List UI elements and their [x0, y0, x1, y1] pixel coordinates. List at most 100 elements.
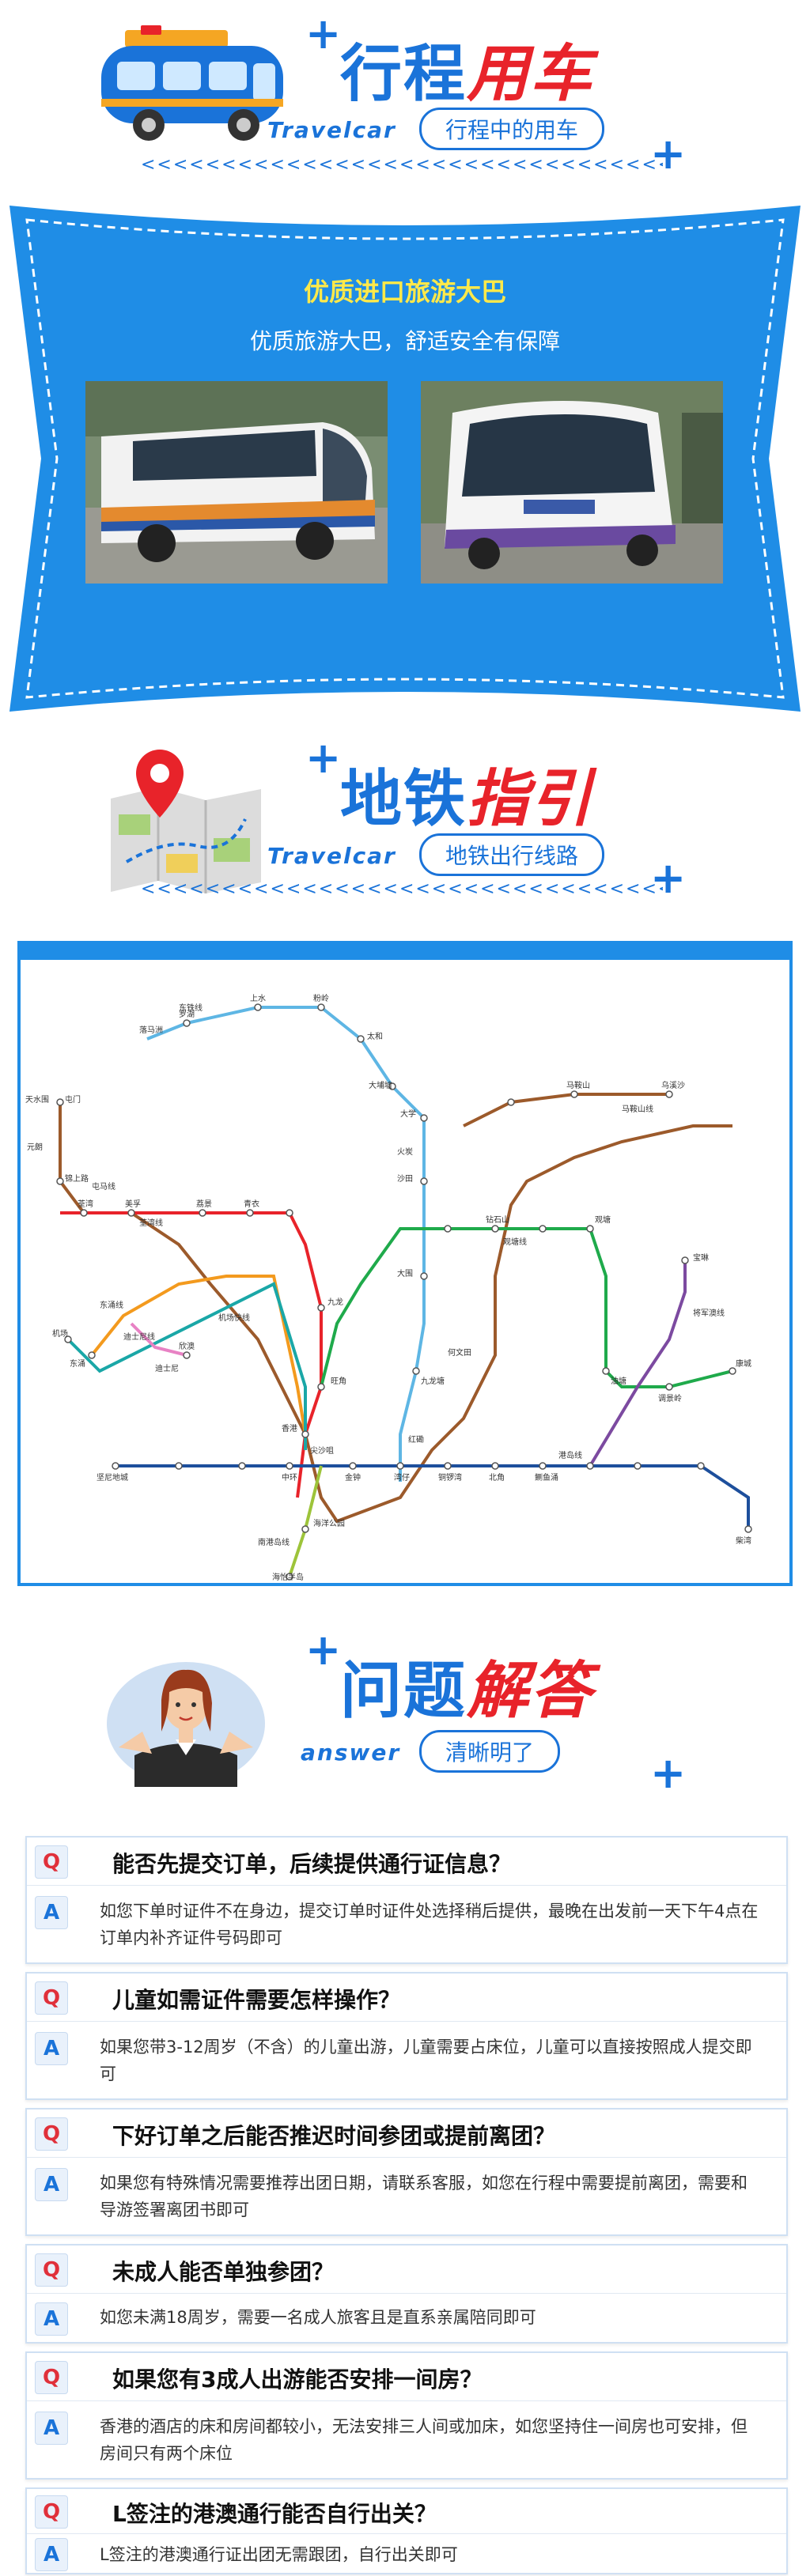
- station-label: 海洋公园: [313, 1518, 345, 1528]
- line-label: 南港岛线: [258, 1537, 290, 1547]
- station-label: 机场: [52, 1328, 68, 1339]
- line-label: 港岛线: [558, 1450, 582, 1460]
- section-pill: 清晰明了: [419, 1730, 561, 1773]
- station-label: 落马洲: [139, 1025, 163, 1035]
- faq-question: 未成人能否单独参团？: [112, 2259, 335, 2285]
- faq-answer: 如果您带3-12周岁（不含）的儿童出游，儿童需要占床位，儿童可以直接按照成人提交…: [100, 2038, 752, 2083]
- station-label: 乌溪沙: [661, 1080, 685, 1090]
- bus-photo-2: [421, 381, 723, 584]
- station-label: 金钟: [345, 1472, 361, 1483]
- line-label: 东涌线: [100, 1300, 123, 1310]
- plus-decoration-icon: +: [650, 853, 687, 903]
- line-label: 观塘线: [503, 1237, 527, 1247]
- station-label: 上水: [250, 994, 266, 1003]
- station-label: 荔景: [196, 1199, 212, 1209]
- station-label: 鲗鱼涌: [535, 1472, 558, 1483]
- station-label: 东涌: [70, 1358, 85, 1369]
- station-label: 欣澳: [179, 1341, 195, 1351]
- station-label: 美孚: [125, 1199, 141, 1209]
- station-label: 大学: [400, 1109, 416, 1119]
- section-subtitle-en: answer: [301, 1739, 401, 1766]
- faq-item: Q 下好订单之后能否推迟时间参团或提前离团？ A 如果您有特殊情况需要推荐出团日…: [25, 2108, 788, 2236]
- bus-photo-1: [85, 381, 388, 584]
- answer-badge: A: [35, 1896, 68, 1929]
- section-subtitle-en: Travelcar: [267, 843, 396, 869]
- section-title: 地铁指引: [340, 764, 594, 835]
- answer-badge: A: [35, 2302, 68, 2336]
- question-badge: Q: [35, 2495, 68, 2529]
- station-label: 湾仔: [394, 1472, 410, 1483]
- answer-badge: A: [35, 2412, 68, 2445]
- faq-item: Q 如果您有3成人出游能否安排一间房？ A 香港的酒店的床和房间都较小，无法安排…: [25, 2351, 788, 2480]
- question-badge: Q: [35, 2253, 68, 2287]
- faq-question: 如果您有3成人出游能否安排一间房？: [112, 2366, 483, 2393]
- section-pill: 地铁出行线路: [419, 833, 605, 876]
- station-label: 海怡半岛: [272, 1572, 304, 1582]
- faq-question: 下好订单之后能否推迟时间参团或提前离团？: [112, 2123, 556, 2149]
- map-pin-icon: [111, 750, 261, 893]
- map-top-bar: [21, 944, 789, 960]
- faq-answer: 香港的酒店的床和房间都较小，无法安排三人间或加床，如您坚持住一间房也可安排，但房…: [100, 2417, 748, 2463]
- station-label: 柴湾: [736, 1535, 751, 1546]
- faq-question-row: Q 如果您有3成人出游能否安排一间房？: [27, 2353, 786, 2401]
- faq-item: Q L签注的港澳通行能否自行出关？ A L签注的港澳通行证出团无需跟团，自行出关…: [25, 2487, 788, 2574]
- faq-question-row: Q 下好订单之后能否推迟时间参团或提前离团？: [27, 2110, 786, 2158]
- station-label: 坚尼地城: [97, 1472, 128, 1483]
- station-label: 罗湖: [179, 1010, 195, 1019]
- station-label: 宝琳: [693, 1252, 709, 1263]
- station-label: 北角: [489, 1473, 505, 1483]
- station-label: 锦上路: [65, 1173, 89, 1184]
- station-label: 康城: [736, 1358, 751, 1369]
- station-label: 油塘: [611, 1376, 626, 1386]
- station-label: 沙田: [397, 1174, 413, 1184]
- faq-answer: 如您未满18周岁，需要一名成人旅客且是直系亲属陪同即可: [100, 2308, 536, 2327]
- station-label: 尖沙咀: [310, 1445, 334, 1456]
- station-label: 荃湾: [78, 1199, 93, 1209]
- station-label: 钻石山: [486, 1214, 509, 1225]
- faq-item: Q 儿童如需证件需要怎样操作？ A 如果您带3-12周岁（不含）的儿童出游，儿童…: [25, 1972, 788, 2100]
- station-label: 红磡: [408, 1434, 424, 1445]
- section-travelcar-header: + 行程用车 Travelcar 行程中的用车 + <<<<<<<<<<<<<<…: [0, 0, 810, 182]
- plus-decoration-icon: +: [650, 129, 687, 179]
- answer-badge: A: [35, 2032, 68, 2065]
- station-label: 粉岭: [313, 993, 329, 1003]
- faq-item: Q 能否先提交订单，后续提供通行证信息？ A 如您下单时证件不在身边，提交订单时…: [25, 1836, 788, 1964]
- question-badge: Q: [35, 1845, 68, 1879]
- assistant-avatar-icon: [107, 1662, 265, 1787]
- station-label: 九龙塘: [421, 1376, 445, 1386]
- bus-icon: [101, 25, 283, 141]
- mtr-map: 罗湖 落马洲 上水 粉岭 太和 大埔墟 大学 火炭 沙田 大围 九龙塘 屯门 元…: [17, 941, 793, 1586]
- station-label: 调景岭: [658, 1393, 682, 1403]
- section-pill: 行程中的用车: [419, 108, 605, 150]
- station-label: 太和: [367, 1031, 383, 1041]
- chevron-divider: <<<<<<<<<<<<<<<<<<<<<<<<<<<<<<<<<<<<<<<<…: [141, 155, 663, 175]
- plus-decoration-icon: +: [650, 1748, 687, 1798]
- plus-decoration-icon: +: [305, 733, 342, 783]
- question-badge: Q: [35, 2361, 68, 2394]
- banner-subline: 优质旅游大巴，舒适安全有保障: [249, 328, 560, 354]
- mtr-map-lines: 罗湖 落马洲 上水 粉岭 太和 大埔墟 大学 火炭 沙田 大围 九龙塘 屯门 元…: [25, 993, 752, 1582]
- faq-answer: 如果您有特殊情况需要推荐出团日期，请联系客服，如您在行程中需要提前离团，需要和导…: [100, 2174, 748, 2219]
- section-subtitle-en: Travelcar: [267, 117, 396, 143]
- faq-answer: L签注的港澳通行证出团无需跟团，自行出关即可: [100, 2545, 458, 2564]
- section-metro-header: + 地铁指引 Travelcar 地铁出行线路 + <<<<<<<<<<<<<<…: [0, 727, 810, 917]
- faq-question: L签注的港澳通行能否自行出关？: [112, 2501, 437, 2527]
- station-label: 香港: [282, 1424, 297, 1433]
- banner-headline: 优质进口旅游大巴: [303, 277, 506, 307]
- station-label: 大围: [397, 1268, 413, 1279]
- station-label: 天水围: [25, 1095, 49, 1105]
- question-badge: Q: [35, 2117, 68, 2151]
- answer-badge: A: [35, 2168, 68, 2201]
- faq-question: 儿童如需证件需要怎样操作？: [112, 1987, 401, 2013]
- section-faq-header: + 问题解答 answer 清晰明了 +: [0, 1605, 810, 1803]
- station-label: 铜锣湾: [438, 1472, 462, 1483]
- station-label: 青衣: [244, 1199, 259, 1209]
- line-label: 迪士尼线: [123, 1331, 155, 1342]
- station-label: 迪士尼: [155, 1363, 179, 1373]
- faq-question-row: Q 儿童如需证件需要怎样操作？: [27, 1974, 786, 2022]
- station-label: 大埔墟: [369, 1080, 392, 1090]
- bus-banner: 优质进口旅游大巴 优质旅游大巴，舒适安全有保障: [0, 190, 810, 727]
- banner-background: [9, 206, 801, 712]
- station-label: 屯门: [65, 1094, 81, 1105]
- station-label: 旺角: [331, 1377, 346, 1386]
